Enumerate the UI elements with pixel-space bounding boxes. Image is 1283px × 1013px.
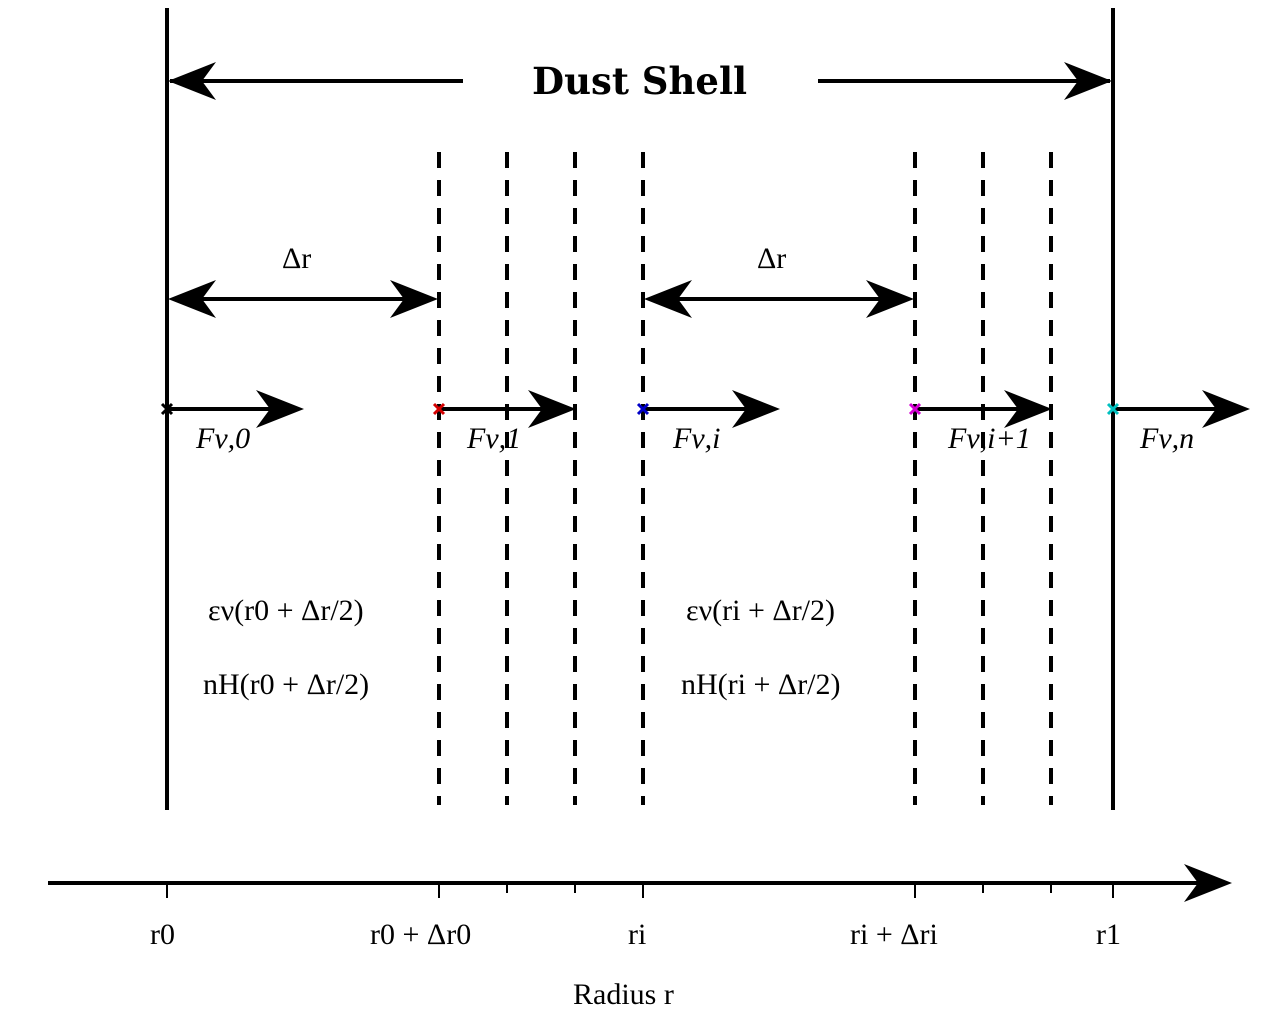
axis-label-ri: ri bbox=[628, 918, 647, 951]
delta-r-text: Δr bbox=[282, 242, 312, 275]
flux-label-i-plus-1: Fν,i+1 bbox=[948, 422, 1031, 455]
emissivity-label-shell-0: εν(r0 + Δr/2) bbox=[208, 594, 364, 627]
emissivity-label-shell-i: εν(ri + Δr/2) bbox=[686, 594, 836, 627]
flux-arrowhead-2 bbox=[732, 390, 780, 428]
flux-label-0: Fν,0 bbox=[196, 422, 251, 455]
flux-arrowhead-0 bbox=[256, 390, 304, 428]
flux-label-n: Fν,n bbox=[1140, 422, 1195, 455]
delta-r-label-left: Δr bbox=[282, 244, 311, 274]
delta-r-arrow-left-head-b bbox=[390, 280, 438, 318]
delta-r-text: Δr bbox=[757, 242, 787, 275]
density-label-shell-i: nH(ri + Δr/2) bbox=[681, 668, 841, 701]
dust-shell-right-arrowhead bbox=[1064, 62, 1112, 100]
density-label-shell-0: nH(r0 + Δr/2) bbox=[203, 668, 370, 701]
flux-arrowhead-3 bbox=[1004, 390, 1052, 428]
flux-arrowhead-1 bbox=[528, 390, 576, 428]
axis-label-r0: r0 bbox=[150, 918, 175, 951]
radius-axis-arrowhead bbox=[1184, 864, 1232, 902]
axis-label-r1: r1 bbox=[1096, 918, 1121, 951]
flux-label-i: Fν,i bbox=[673, 422, 721, 455]
flux-marker-0 bbox=[160, 402, 174, 416]
delta-r-arrow-left-head-a bbox=[168, 280, 216, 318]
delta-r-arrow-right-head-a bbox=[644, 280, 692, 318]
flux-marker-1 bbox=[432, 402, 446, 416]
flux-marker-4 bbox=[1106, 402, 1120, 416]
axis-label-r0-plus-dr: r0 + Δr0 bbox=[370, 918, 472, 951]
delta-r-label-right: Δr bbox=[757, 244, 786, 274]
flux-marker-2 bbox=[636, 402, 650, 416]
flux-label-1: Fν,1 bbox=[467, 422, 522, 455]
flux-arrowhead-4 bbox=[1202, 390, 1250, 428]
delta-r-arrow-right-head-b bbox=[866, 280, 914, 318]
dust-shell-left-arrowhead bbox=[168, 62, 216, 100]
flux-marker-3 bbox=[908, 402, 922, 416]
axis-title: Radius r bbox=[573, 978, 674, 1011]
dust-shell-title: Dust Shell bbox=[532, 59, 748, 103]
axis-label-ri-plus-dr: ri + Δri bbox=[850, 918, 938, 951]
